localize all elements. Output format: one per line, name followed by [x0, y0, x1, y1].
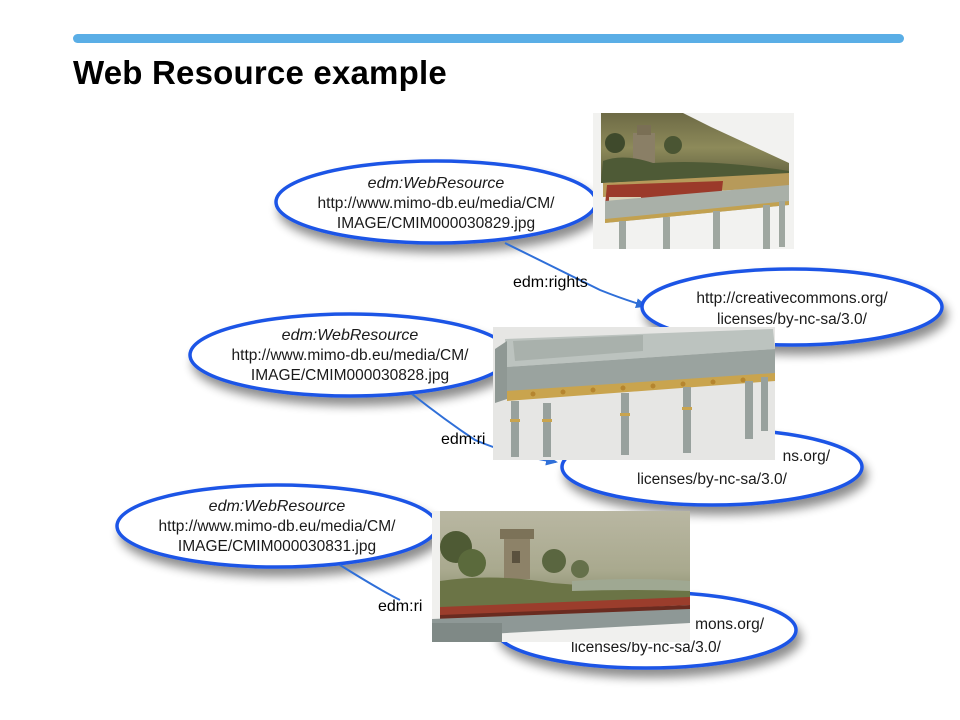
web-resource-group-2: edm:WebResource http://www.mimo-db.eu/me… [188, 312, 864, 507]
web-resource-group-1: edm:WebResource http://www.mimo-db.eu/me… [274, 159, 944, 347]
license-2-line2: licenses/by-nc-sa/3.0/ [637, 471, 788, 488]
rights-label-1: edm:rights [513, 274, 588, 291]
license-3-line2: licenses/by-nc-sa/3.0/ [571, 639, 722, 656]
web-resource-2-url-line2: IMAGE/CMIM000030828.jpg [251, 367, 449, 384]
harpsichord-photo-1 [593, 113, 794, 249]
web-resource-2-type: edm:WebResource [282, 327, 419, 344]
accent-bar [73, 34, 904, 43]
web-resource-1-url-line2: IMAGE/CMIM000030829.jpg [337, 215, 535, 232]
harpsichord-lid-detail-image [432, 511, 690, 642]
rights-label-3: edm:ri [378, 598, 422, 615]
web-resource-3-url-line1: http://www.mimo-db.eu/media/CM/ [159, 518, 397, 535]
license-3-line1: mons.org/ [695, 616, 765, 633]
harpsichord-closed-image [495, 329, 775, 457]
license-1-line1: http://creativecommons.org/ [696, 290, 888, 307]
web-resource-3-url-line2: IMAGE/CMIM000030831.jpg [178, 538, 376, 555]
rights-arrow-1 [504, 242, 648, 309]
license-2-line1: ns.org/ [783, 448, 831, 465]
harpsichord-photo-3 [432, 511, 690, 642]
license-1-line2: licenses/by-nc-sa/3.0/ [717, 311, 868, 328]
web-resource-3-type: edm:WebResource [209, 498, 346, 515]
rights-label-2: edm:ri [441, 431, 485, 448]
web-resource-2-url-line1: http://www.mimo-db.eu/media/CM/ [232, 347, 470, 364]
slide-title: Web Resource example [73, 54, 447, 91]
harpsichord-photo-2 [493, 327, 775, 460]
rights-arrow-3 [339, 564, 401, 601]
web-resource-1-url-line1: http://www.mimo-db.eu/media/CM/ [318, 195, 556, 212]
harpsichord-open-image [601, 113, 789, 249]
license-ellipse-1 [640, 267, 944, 347]
web-resource-1-type: edm:WebResource [368, 175, 505, 192]
